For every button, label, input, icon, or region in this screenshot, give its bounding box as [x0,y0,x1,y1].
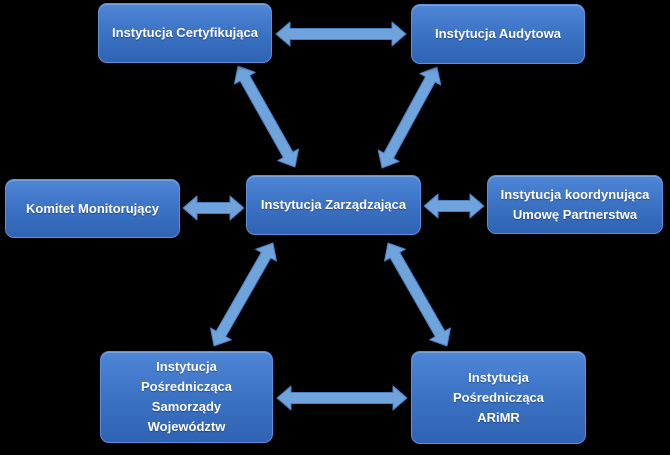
arrow-zarzadzajaca-arimr [384,242,451,347]
node-instytucja-certyfikujaca: Instytucja Certyfikująca [98,3,272,63]
node-label: Instytucja Zarządzająca [260,197,407,212]
node-label: Instytucja Pośrednicząca Samorządy Wojew… [140,359,233,434]
node-instytucja-audytowa: Instytucja Audytowa [411,4,585,64]
arrow-samorzady-arimr [276,385,408,411]
node-instytucja-posredniczaca-samorzady: Instytucja Pośrednicząca Samorządy Wojew… [100,351,273,443]
node-komitet-monitorujacy: Komitet Monitorujący [5,179,180,238]
arrow-zarzadzajaca-koordynujaca [423,193,485,219]
arrow-certyfikujaca-zarzadzajaca [233,65,300,168]
arrow-certyfikujaca-audytowa [275,21,407,47]
arrow-zarzadzajaca-samorzady [210,242,277,347]
node-label: Instytucja Certyfikująca [112,25,258,40]
node-label: Instytucja Audytowa [435,26,561,41]
node-instytucja-zarzadzajaca: Instytucja Zarządzająca [246,175,421,235]
node-label: Komitet Monitorujący [26,200,159,216]
node-instytucja-posredniczaca-arimr: Instytucja Pośrednicząca ARiMR [411,351,586,444]
node-label: Instytucja koordynująca Umowę Partnerstw… [500,186,650,222]
node-label: Instytucja Pośrednicząca ARiMR [452,369,545,425]
node-instytucja-koordynujaca: Instytucja koordynująca Umowę Partnerstw… [487,175,663,234]
arrow-audytowa-zarzadzajaca [377,66,442,169]
arrow-komitet-zarzadzajaca [182,195,245,221]
